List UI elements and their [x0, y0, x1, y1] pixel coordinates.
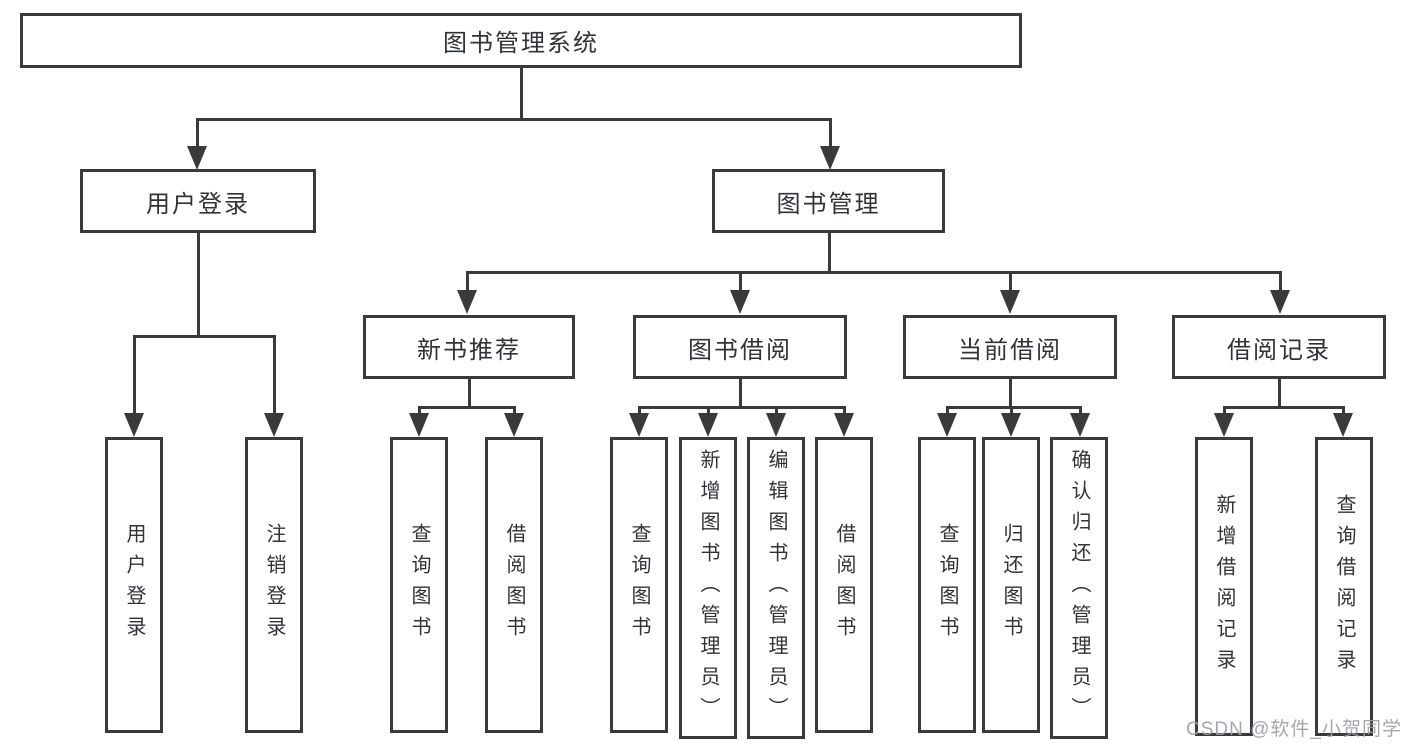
- leaf-label: 归还图书: [1000, 523, 1022, 647]
- arrow-down-icon: [820, 146, 840, 170]
- node-label: 用户登录: [146, 190, 250, 218]
- node-root: 图书管理系统: [20, 13, 1022, 68]
- node-book-borrowing: 图书借阅: [633, 315, 847, 379]
- leaf-label: 借阅图书: [503, 523, 525, 647]
- connector-line: [1341, 409, 1345, 416]
- node-user-login: 用户登录: [80, 169, 316, 233]
- connector-line: [196, 118, 832, 121]
- node-current-borrowing: 当前借阅: [903, 315, 1117, 379]
- arrow-down-icon: [1001, 413, 1021, 437]
- arrow-down-icon: [1070, 413, 1090, 437]
- connector-line: [945, 409, 949, 416]
- arrow-down-icon: [766, 413, 786, 437]
- connector-line: [637, 409, 641, 416]
- arrow-down-icon: [409, 413, 429, 437]
- node-label: 借阅记录: [1227, 336, 1331, 364]
- leaf-label: 新增借阅记录: [1213, 493, 1235, 680]
- arrow-down-icon: [504, 413, 524, 437]
- arrow-down-icon: [1270, 290, 1290, 314]
- leaf-borrow-books: 借阅图书: [815, 437, 873, 733]
- connector-line: [1078, 409, 1082, 416]
- node-label: 图书借阅: [688, 336, 792, 364]
- leaf-add-borrow-record: 新增借阅记录: [1195, 437, 1253, 736]
- node-new-book-recommend: 新书推荐: [363, 315, 575, 379]
- arrow-down-icon: [730, 290, 750, 314]
- leaf-label: 确认归还（管理员）: [1068, 448, 1090, 728]
- connector-line: [417, 406, 516, 409]
- leaf-query-books-recommend: 查询图书: [390, 437, 448, 733]
- leaf-user-login: 用户登录: [105, 437, 163, 733]
- leaf-return-books: 归还图书: [982, 437, 1040, 733]
- node-book-management: 图书管理: [712, 169, 945, 233]
- leaf-edit-books-admin: 编辑图书（管理员）: [747, 437, 805, 739]
- connector-line: [272, 338, 276, 416]
- arrow-down-icon: [1214, 413, 1234, 437]
- leaf-label: 查询图书: [628, 523, 650, 647]
- csdn-watermark: CSDN @软件_小贺同学: [1186, 719, 1402, 740]
- connector-line: [774, 409, 778, 416]
- leaf-logout: 注销登录: [245, 437, 303, 733]
- leaf-query-borrow-record: 查询借阅记录: [1315, 437, 1373, 736]
- leaf-label: 查询图书: [936, 523, 958, 647]
- connector-line: [1277, 379, 1281, 409]
- leaf-label: 新增图书（管理员）: [697, 448, 719, 728]
- arrow-down-icon: [629, 413, 649, 437]
- leaf-add-books-admin: 新增图书（管理员）: [679, 437, 737, 739]
- leaf-confirm-return-admin: 确认归还（管理员）: [1050, 437, 1108, 739]
- connector-line: [1222, 409, 1226, 416]
- leaf-query-books-borrowing: 查询图书: [610, 437, 668, 733]
- leaf-borrow-books-recommend: 借阅图书: [485, 437, 543, 733]
- node-label: 当前借阅: [958, 336, 1062, 364]
- arrow-down-icon: [1000, 290, 1020, 314]
- connector-line: [195, 121, 199, 148]
- node-label: 新书推荐: [417, 336, 521, 364]
- arrow-down-icon: [1333, 413, 1353, 437]
- connector-line: [196, 233, 200, 338]
- connector-line: [738, 274, 742, 293]
- connector-line: [1222, 406, 1345, 409]
- connector-line: [465, 274, 469, 293]
- leaf-label: 查询借阅记录: [1333, 493, 1355, 680]
- connector-line: [465, 271, 1282, 274]
- arrow-down-icon: [457, 290, 477, 314]
- connector-line: [945, 406, 1082, 409]
- connector-line: [637, 406, 846, 409]
- arrow-down-icon: [834, 413, 854, 437]
- leaf-query-books-current: 查询图书: [918, 437, 976, 733]
- connector-line: [512, 409, 516, 416]
- leaf-label: 编辑图书（管理员）: [765, 448, 787, 728]
- connector-line: [706, 409, 710, 416]
- connector-line: [738, 379, 742, 409]
- arrow-down-icon: [187, 146, 207, 170]
- leaf-label: 借阅图书: [833, 523, 855, 647]
- connector-line: [132, 338, 136, 416]
- leaf-label: 用户登录: [123, 523, 145, 647]
- node-label: 图书管理: [776, 190, 881, 218]
- arrow-down-icon: [937, 413, 957, 437]
- node-root-label: 图书管理系统: [443, 30, 599, 57]
- connector-line: [1008, 379, 1012, 409]
- arrow-down-icon: [124, 413, 144, 437]
- connector-line: [827, 233, 831, 274]
- node-borrowing-records: 借阅记录: [1172, 315, 1386, 379]
- connector-line: [842, 409, 846, 416]
- arrow-down-icon: [264, 413, 284, 437]
- leaf-label: 查询图书: [408, 523, 430, 647]
- connector-line: [1008, 274, 1012, 293]
- arrow-down-icon: [698, 413, 718, 437]
- connector-line: [828, 121, 832, 148]
- connector-line: [1278, 274, 1282, 293]
- connector-line: [467, 379, 471, 409]
- connector-line: [519, 68, 523, 121]
- connector-line: [132, 335, 276, 338]
- connector-line: [417, 409, 421, 416]
- leaf-label: 注销登录: [263, 523, 285, 647]
- connector-line: [1009, 409, 1013, 416]
